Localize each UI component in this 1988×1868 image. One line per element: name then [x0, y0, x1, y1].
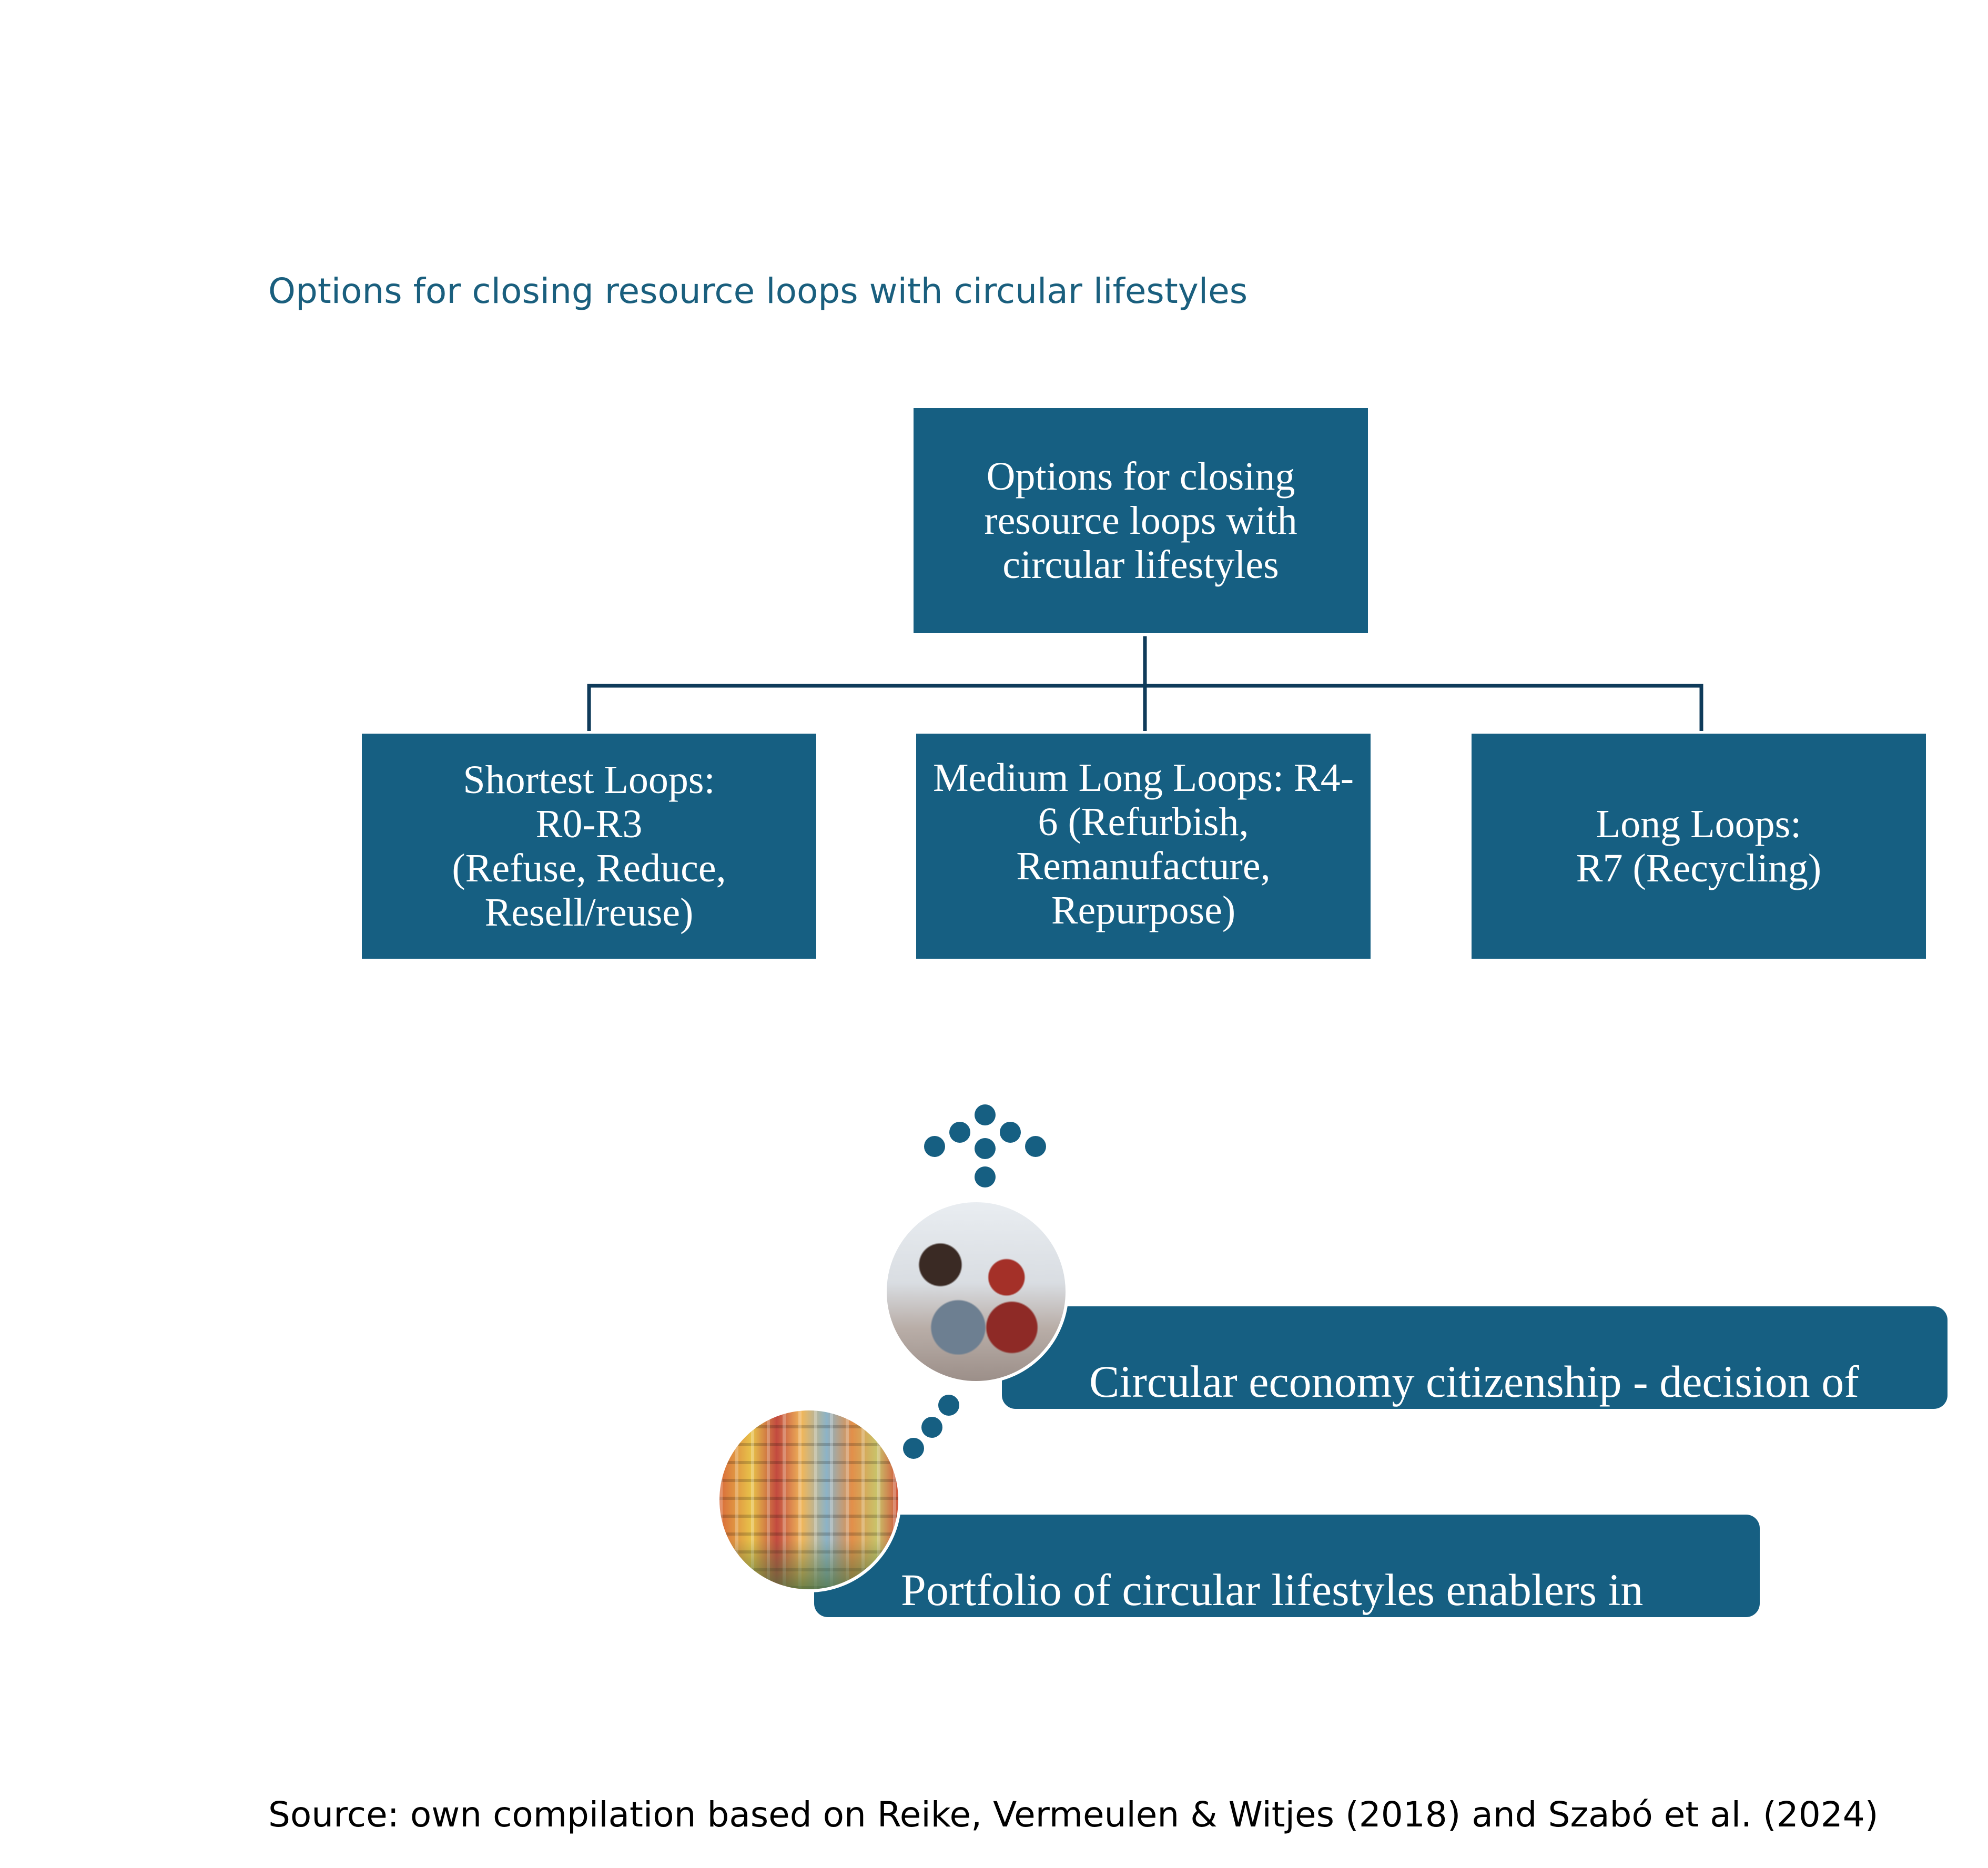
arrow-dot	[924, 1136, 945, 1157]
arrow-dot	[975, 1166, 996, 1187]
city-photo	[716, 1407, 901, 1592]
arrow-dot	[949, 1122, 970, 1143]
root-node-label: Options for closing resource loops with …	[984, 454, 1297, 587]
arrow-dot	[975, 1104, 996, 1125]
link-dot	[921, 1417, 942, 1438]
level-citizenship-label: Circular economy citizenship - decision …	[1089, 1356, 1859, 1454]
figure-title: Options for closing resource loops with …	[268, 271, 1248, 311]
arrow-dot	[975, 1138, 996, 1159]
arrow-dot	[1000, 1122, 1021, 1143]
level-citizenship: Circular economy citizenship - decision …	[1002, 1306, 1948, 1453]
node-medium-long-loops-label: Medium Long Loops: R4- 6 (Refurbish, Rem…	[932, 756, 1354, 932]
root-node: Options for closing resource loops with …	[914, 408, 1368, 633]
level-enablers-portfolio: Portfolio of circular lifestyles enabler…	[814, 1515, 1760, 1661]
connector-crossbar	[587, 684, 1703, 731]
node-medium-long-loops: Medium Long Loops: R4- 6 (Refurbish, Rem…	[916, 734, 1371, 959]
node-shortest-loops-label: Shortest Loops: R0-R3 (Refuse, Reduce, R…	[452, 758, 726, 935]
source-note: Source: own compilation based on Reike, …	[268, 1794, 1879, 1835]
link-dot	[938, 1395, 959, 1416]
arrow-dot	[1025, 1136, 1046, 1157]
level-enablers-portfolio-label: Portfolio of circular lifestyles enabler…	[901, 1565, 1644, 1662]
link-dot	[903, 1438, 924, 1459]
node-long-loops: Long Loops: R7 (Recycling)	[1472, 734, 1926, 959]
node-long-loops-label: Long Loops: R7 (Recycling)	[1576, 802, 1822, 890]
node-shortest-loops: Shortest Loops: R0-R3 (Refuse, Reduce, R…	[362, 734, 816, 959]
people-photo	[884, 1199, 1069, 1384]
